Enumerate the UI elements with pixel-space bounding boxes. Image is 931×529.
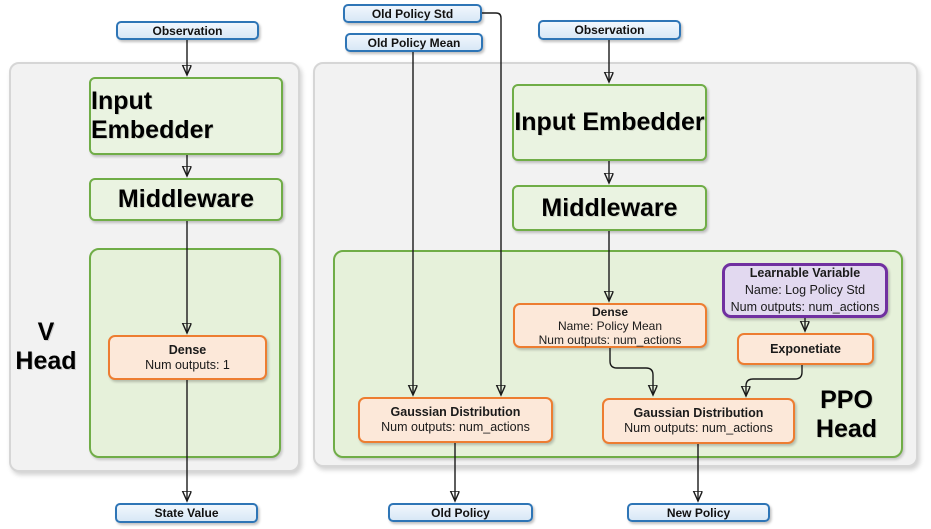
node-name: Name: Log Policy Std: [744, 283, 866, 297]
node-new-policy-output: New Policy: [627, 503, 770, 522]
node-title: Gaussian Distribution: [390, 405, 521, 419]
v-head-label: V Head: [10, 318, 82, 375]
node-dense-v: Dense Num outputs: 1: [108, 335, 267, 380]
node-title: Dense: [168, 342, 207, 357]
node-outputs: Num outputs: num_actions: [381, 420, 530, 434]
ppo-head-label-line2: Head: [815, 414, 878, 443]
node-middleware-left: Middleware: [89, 178, 283, 221]
node-gaussian-distribution-old: Gaussian Distribution Num outputs: num_a…: [358, 397, 553, 443]
node-label: New Policy: [666, 505, 731, 520]
node-label: Observation: [152, 23, 223, 38]
node-outputs: Num outputs: num_actions: [730, 300, 880, 314]
node-old-policy-mean: Old Policy Mean: [345, 33, 483, 52]
node-title: Dense: [591, 304, 629, 319]
node-label: Input Embedder: [91, 87, 214, 144]
node-label: Old Policy: [431, 505, 490, 520]
node-input-embedder-right: Input Embedder: [512, 84, 707, 161]
node-outputs: Num outputs: num_actions: [624, 421, 773, 435]
node-observation-right: Observation: [538, 20, 681, 40]
ppo-head-label: PPO Head: [799, 386, 894, 443]
node-label: Input Embedder: [514, 108, 705, 136]
node-title: Gaussian Distribution: [633, 406, 764, 420]
node-observation-left: Observation: [116, 21, 259, 40]
node-old-policy-std: Old Policy Std: [343, 4, 482, 23]
node-learnable-variable: Learnable Variable Name: Log Policy Std …: [722, 263, 888, 318]
node-label: Old Policy Std: [371, 6, 454, 21]
ppo-head-label-line1: PPO: [820, 386, 873, 414]
node-label: Middleware: [117, 185, 255, 213]
v-head-label-line1: V: [37, 318, 55, 346]
node-gaussian-distribution-new: Gaussian Distribution Num outputs: num_a…: [602, 398, 795, 444]
node-exponetiate: Exponetiate: [737, 333, 874, 365]
node-state-value: State Value: [115, 503, 258, 523]
node-middleware-right: Middleware: [512, 185, 707, 231]
node-label: Middleware: [541, 193, 678, 222]
node-dense-policy-mean: Dense Name: Policy Mean Num outputs: num…: [513, 303, 707, 348]
node-label: Old Policy Mean: [367, 35, 461, 50]
node-old-policy-output: Old Policy: [388, 503, 533, 522]
v-head-label-line2: Head: [15, 346, 77, 375]
node-title: Learnable Variable: [749, 266, 861, 280]
node-label: Observation: [574, 23, 645, 37]
node-label: State Value: [154, 506, 219, 520]
node-label: Exponetiate: [770, 341, 841, 356]
node-outputs: Num outputs: num_actions: [538, 332, 682, 347]
node-outputs: Num outputs: 1: [145, 357, 230, 372]
node-name: Name: Policy Mean: [557, 318, 663, 333]
node-input-embedder-left: Input Embedder: [89, 77, 283, 155]
